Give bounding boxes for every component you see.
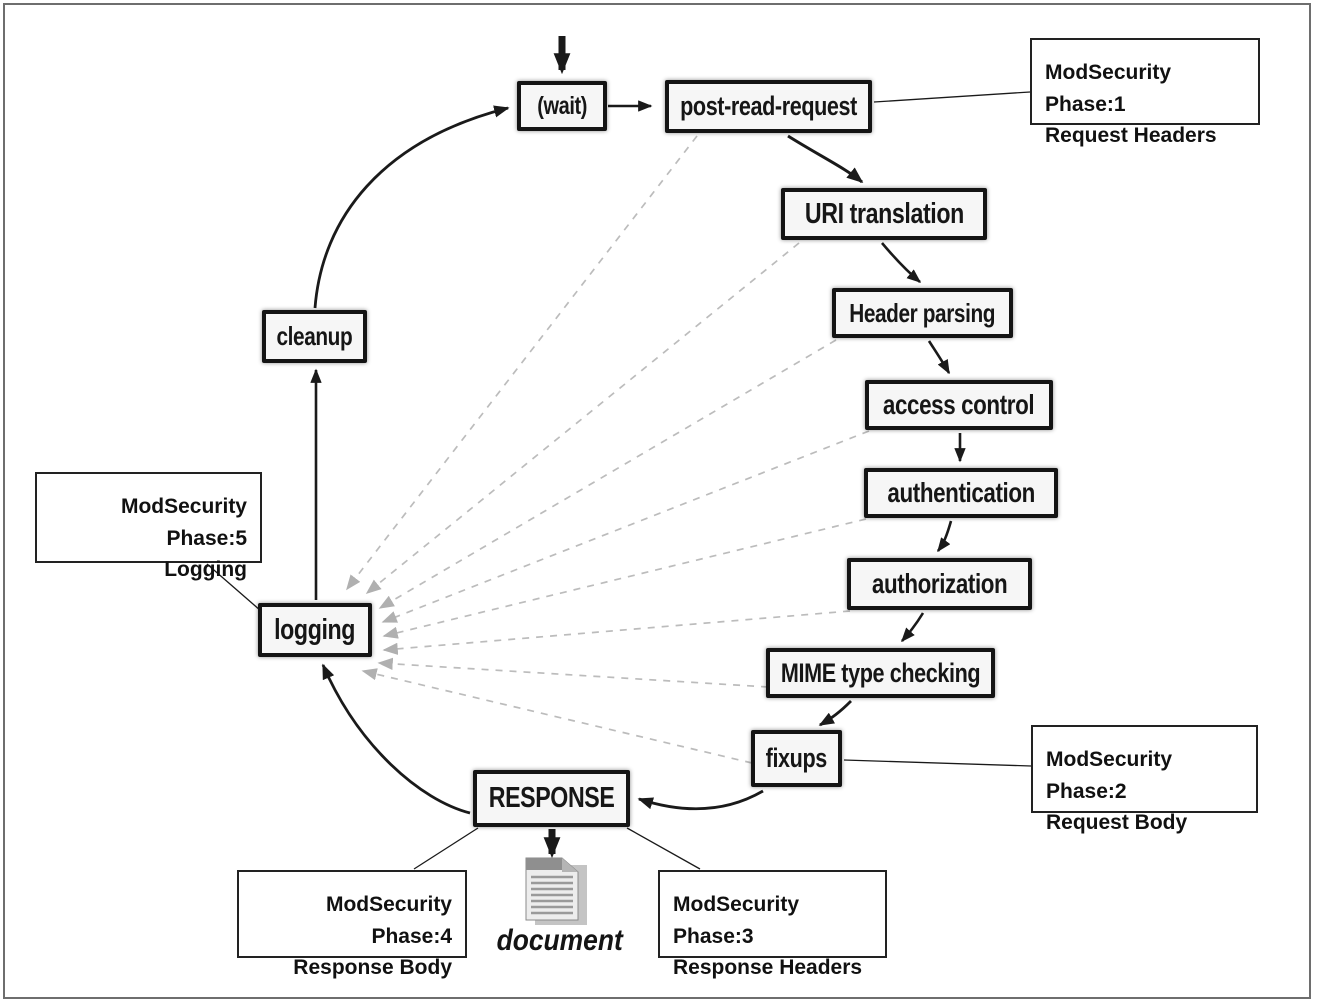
annotation-phase4-line1: ModSecurity Phase:4	[325, 893, 452, 948]
annotation-phase4: ModSecurity Phase:4 Response Body	[237, 870, 467, 979]
stage-authorization-label: authorization	[871, 568, 1008, 599]
annotation-connectors	[206, 91, 1032, 870]
logging-dashed-arrows	[346, 135, 870, 764]
flow-arrows	[310, 36, 966, 859]
stage-fixups: fixups	[751, 730, 842, 787]
annotation-phase1-line1: ModSecurity Phase:1	[1045, 61, 1172, 116]
annotation-phase5: ModSecurity Phase:5 Logging	[35, 472, 262, 581]
document-label-text: document	[496, 924, 624, 957]
stage-access-control-label: access control	[883, 389, 1035, 420]
stage-access-control: access control	[865, 380, 1053, 430]
stage-wait-label: (wait)	[537, 91, 587, 120]
stage-authentication: authentication	[864, 468, 1058, 518]
stage-response-label: RESPONSE	[488, 782, 615, 814]
stage-authentication-label: authentication	[887, 477, 1035, 508]
annotation-phase1: ModSecurity Phase:1 Request Headers	[1030, 38, 1260, 147]
annotation-phase1-line2: Request Headers	[1045, 124, 1217, 147]
stage-uri-translation-label: URI translation	[804, 197, 964, 230]
annotation-phase2: ModSecurity Phase:2 Request Body	[1031, 725, 1258, 834]
stage-wait: (wait)	[517, 81, 607, 131]
document-label: document	[460, 924, 660, 958]
stage-header-parsing: Header parsing	[832, 288, 1013, 338]
annotation-phase3-line1: ModSecurity Phase:3	[673, 893, 800, 948]
annotation-phase5-line2: Logging	[164, 558, 247, 581]
stage-mime-type-checking: MIME type checking	[766, 648, 995, 698]
stage-logging: logging	[258, 603, 372, 657]
stage-authorization: authorization	[847, 558, 1032, 610]
stage-cleanup: cleanup	[262, 310, 367, 363]
stage-post-read-request: post-read-request	[665, 80, 872, 133]
annotation-phase4-line2: Response Body	[293, 956, 452, 979]
stage-header-parsing-label: Header parsing	[849, 297, 996, 328]
annotation-phase5-line1: ModSecurity Phase:5	[120, 495, 247, 550]
stage-fixups-label: fixups	[765, 743, 828, 773]
stage-uri-translation: URI translation	[781, 188, 987, 240]
stage-logging-label: logging	[274, 613, 356, 646]
stage-post-read-request-label: post-read-request	[680, 91, 857, 121]
stage-response: RESPONSE	[473, 770, 630, 827]
stage-mime-type-checking-label: MIME type checking	[780, 657, 981, 688]
stage-cleanup-label: cleanup	[276, 321, 353, 351]
annotation-phase3-line2: Response Headers	[673, 956, 863, 979]
document-icon	[525, 857, 587, 925]
annotation-phase2-line1: ModSecurity Phase:2	[1046, 748, 1173, 803]
annotation-phase3: ModSecurity Phase:3 Response Headers	[658, 870, 887, 979]
annotation-phase2-line2: Request Body	[1046, 811, 1188, 834]
